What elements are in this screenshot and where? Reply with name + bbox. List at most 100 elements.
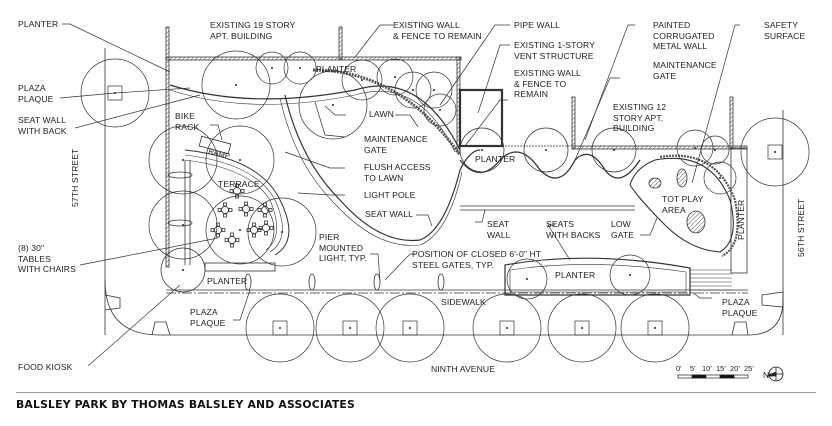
ramp-wall	[184, 149, 290, 256]
tree-pit	[647, 320, 663, 336]
tree-canopy	[205, 125, 275, 195]
tree-trunk-mark	[278, 326, 282, 330]
tot-play-area-boundary	[629, 157, 734, 253]
tree-trunk-mark	[773, 150, 777, 154]
tree-canopy	[148, 125, 218, 195]
tree-pit	[767, 144, 783, 160]
tree-canopy	[298, 70, 368, 140]
food-kiosk	[104, 294, 121, 311]
pier-lights	[167, 171, 445, 291]
wall-stub-east	[729, 96, 734, 150]
label-planter-east: PLANTER	[736, 199, 746, 240]
kiosk-se	[731, 321, 749, 336]
tree-trunk-mark	[331, 103, 335, 107]
tree-canopy	[620, 293, 690, 363]
north-arrow	[766, 366, 784, 382]
label-seats-with-backs: SEATS WITH BACKS	[546, 219, 601, 240]
tree-pit	[342, 320, 358, 336]
tree-trunk-mark	[525, 277, 529, 281]
tree-trunk-mark	[544, 148, 548, 152]
tree-canopy	[506, 258, 548, 300]
tree-trunk-mark	[181, 158, 185, 162]
tree-canopy	[247, 197, 317, 267]
label-planter-top: PLANTER	[316, 64, 357, 74]
label-plaza-plaque-east: PLAZA PLAQUE	[722, 297, 758, 318]
street-ninth-avenue: NINTH AVENUE	[431, 364, 496, 374]
seat-wall-north	[169, 84, 461, 151]
tree-canopy	[375, 293, 445, 363]
tree-canopy	[80, 58, 150, 128]
wavy-planter-wall	[459, 151, 641, 179]
label-safety-surface: SAFETY SURFACE	[764, 20, 806, 41]
label-planter-mid: PLANTER	[475, 154, 516, 164]
tree-trunk-mark	[628, 273, 632, 277]
lawn-edge-seat-wall	[284, 94, 481, 242]
west-building-wall	[165, 26, 170, 268]
table-with-chairs	[217, 202, 233, 218]
ramp	[198, 135, 232, 155]
north-wall-stub	[338, 26, 343, 60]
tree-trunk-mark	[348, 326, 352, 330]
tree-canopy	[472, 293, 542, 363]
label-sidewalk: SIDEWALK	[441, 297, 486, 307]
tree-canopy	[423, 93, 457, 127]
table-with-chairs	[210, 222, 226, 238]
tree-canopy	[148, 190, 218, 260]
tree-pit	[402, 320, 418, 336]
table-with-chairs	[246, 222, 262, 238]
tree-canopy	[245, 293, 315, 363]
tree-trunk-mark	[438, 108, 442, 112]
tree-pit	[107, 85, 123, 101]
kiosk-east	[761, 291, 784, 308]
tree-trunk-mark	[411, 88, 415, 92]
label-low-gate: LOW GATE	[611, 219, 635, 240]
tree-canopy	[591, 127, 637, 173]
scale-tick-5: 5'	[690, 364, 696, 373]
tree-trunk-mark	[270, 66, 274, 70]
tree-trunk-mark	[360, 78, 364, 82]
south-boundary	[104, 279, 784, 336]
tree-pit	[574, 320, 590, 336]
tree-canopy	[547, 293, 617, 363]
north-wall-east	[571, 145, 748, 150]
tree-trunk-mark	[653, 326, 657, 330]
label-bike-rack: BIKE RACK	[175, 111, 200, 132]
scale-tick-20: 20'	[730, 364, 740, 373]
label-existing-12-story: EXISTING 12 STORY APT. BUILDING	[613, 102, 667, 133]
tree-canopy	[676, 129, 714, 167]
label-flush-access: FLUSH ACCESS TO LAWN	[364, 162, 431, 183]
label-planter-terrace: PLANTER	[207, 276, 248, 286]
tree-canopy	[283, 51, 317, 85]
tree-trunk-mark	[298, 66, 302, 70]
vent-structure	[458, 88, 504, 148]
caption-divider	[16, 392, 816, 393]
leader-lines	[59, 23, 740, 367]
tree-trunk-mark	[505, 326, 509, 330]
cafe-tables	[210, 183, 274, 248]
tree-trunk-mark	[718, 176, 722, 180]
street-56th: 56TH STREET	[796, 198, 806, 257]
label-terrace: TERRACE	[218, 179, 260, 189]
north-label: N	[763, 370, 770, 380]
tree-trunk-mark	[432, 88, 436, 92]
table-with-chairs	[257, 202, 273, 218]
tree-canopy	[201, 50, 271, 120]
tree-pit	[272, 320, 288, 336]
tree-canopy	[376, 58, 414, 96]
tree-canopy	[315, 293, 385, 363]
tree-trunk-mark	[693, 146, 697, 150]
tree-canopy	[205, 195, 275, 265]
south-east-steps	[690, 269, 732, 291]
label-existing-wall-fence-1: EXISTING WALL & FENCE TO REMAIN	[393, 20, 482, 41]
tree-trunk-mark	[713, 148, 717, 152]
scale-tick-25: 25'	[744, 364, 754, 373]
tree-trunk-mark	[580, 326, 584, 330]
tree-trunk-mark	[408, 326, 412, 330]
tree-trunk-mark	[181, 268, 185, 272]
label-tot-play-area: TOT PLAY AREA	[662, 194, 704, 215]
tree-canopy	[740, 117, 810, 187]
tree-canopy	[394, 71, 432, 109]
table-with-chairs	[258, 220, 274, 236]
label-seat-wall-east: SEAT WALL	[487, 219, 511, 240]
tree-trunk-mark	[280, 230, 284, 234]
